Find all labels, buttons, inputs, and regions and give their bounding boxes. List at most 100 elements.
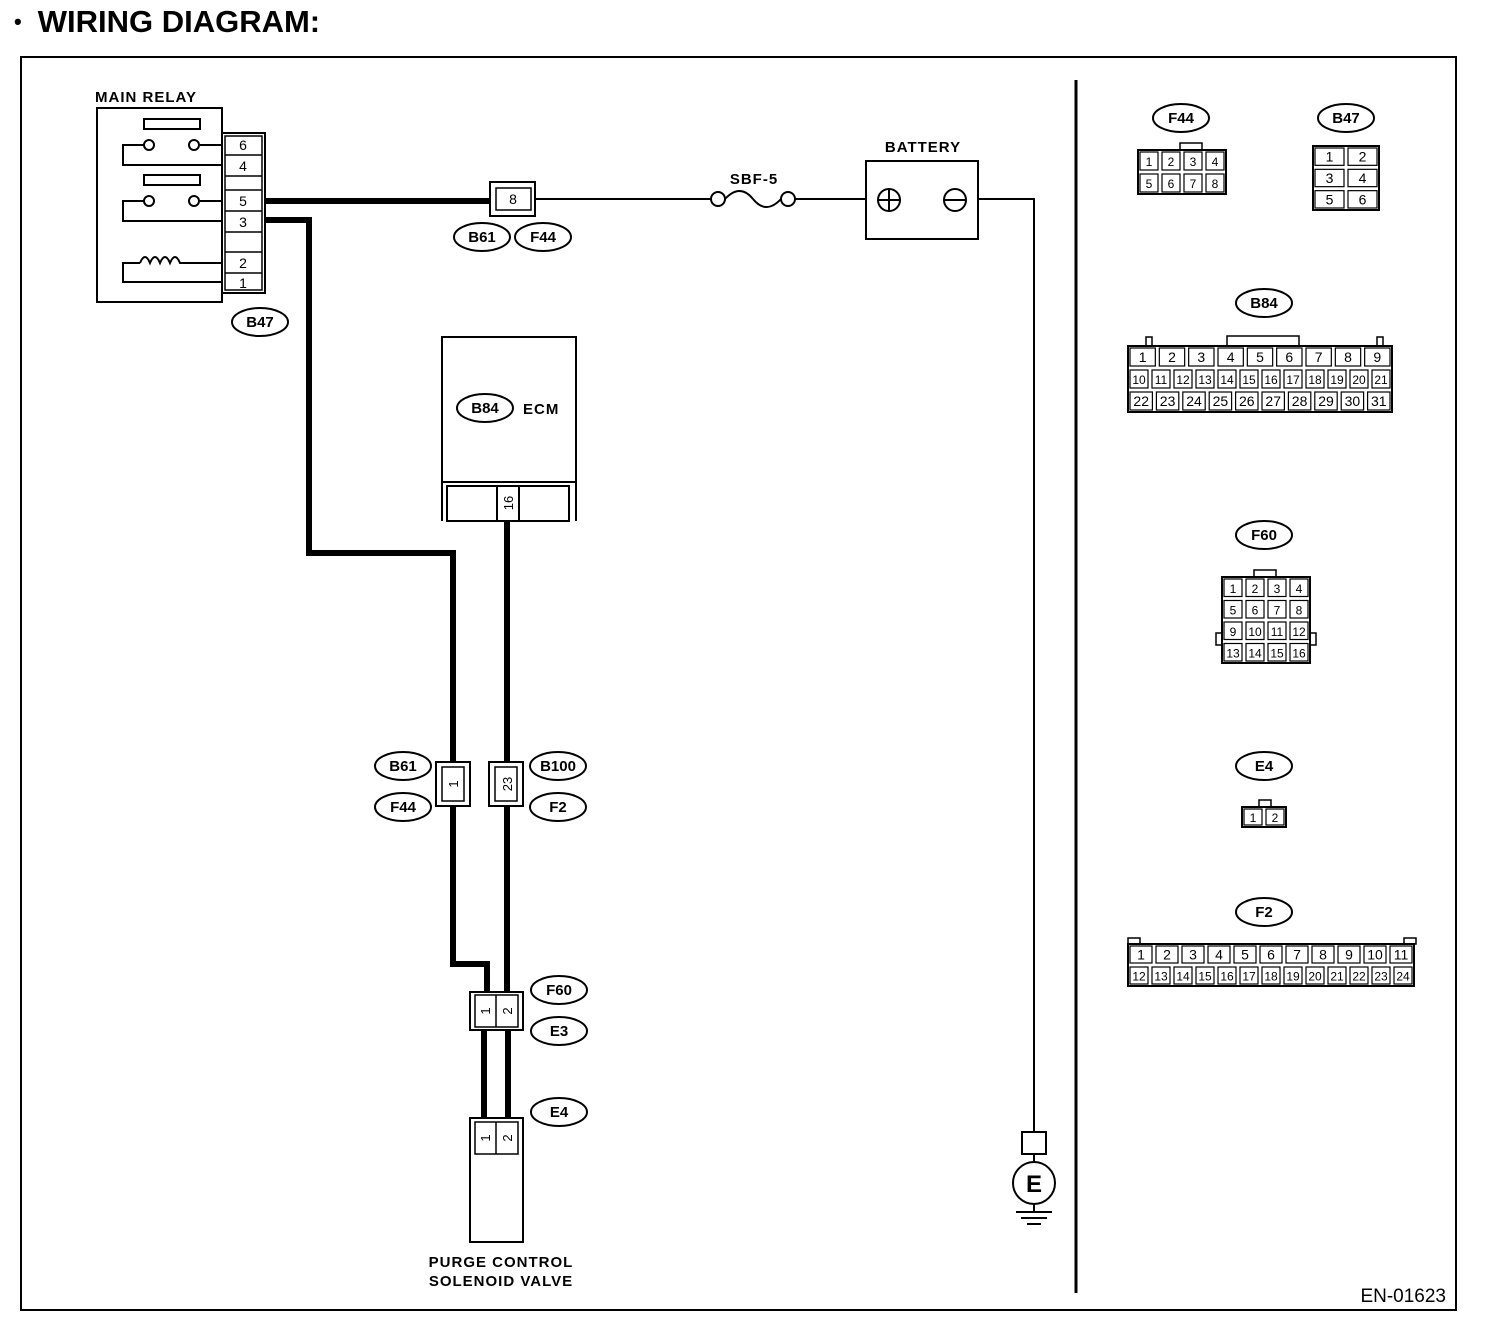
connector-view-b84-pin-22: 22 <box>1133 393 1149 409</box>
tag-f44-mid: F44 <box>390 799 417 816</box>
connector-view-f2-title: F2 <box>1255 904 1273 921</box>
connector-view-b47-title: B47 <box>1332 110 1360 127</box>
connector-view-b84-cell-11 <box>1151 369 1171 389</box>
connector-view-f2-cell-16 <box>1217 966 1237 985</box>
connector-view-f44-cell-7 <box>1183 173 1203 193</box>
connector-view-b84-pin-13: 13 <box>1198 373 1212 387</box>
tag-b61-mid: B61 <box>389 758 417 775</box>
connector-view-b84-cell-16 <box>1261 369 1281 389</box>
connector-view-f60-pin-10: 10 <box>1248 625 1262 639</box>
connector-view-e4-cell-1 <box>1243 808 1263 826</box>
connector-view-b84-cell-4 <box>1217 347 1244 367</box>
connector-view-b47-cell-5 <box>1314 190 1345 209</box>
connector-view-f2-cell-1 <box>1129 945 1153 964</box>
relay-pin-6: 6 <box>239 137 247 153</box>
pin-23: 23 <box>500 777 515 791</box>
connector-view-f2-cell-10 <box>1363 945 1387 964</box>
connector-view-b84-cell-21 <box>1371 369 1391 389</box>
mid-pin-1: 1 <box>446 780 461 787</box>
connector-view-b84-pin-23: 23 <box>1160 393 1176 409</box>
connector-view-b84-pin-18: 18 <box>1308 373 1322 387</box>
connector-view-f60-cell-10 <box>1245 621 1265 641</box>
connector-view-f2-cell-18 <box>1261 966 1281 985</box>
connector-view-f2-pin-17: 17 <box>1242 970 1256 984</box>
tag-b100: B100 <box>540 758 576 775</box>
connector-view-f60-title: F60 <box>1251 527 1277 544</box>
connector-view-f2-pin-18: 18 <box>1264 970 1278 984</box>
connector-view-f60-cell-8 <box>1289 599 1309 619</box>
connector-view-b84-pin-30: 30 <box>1345 393 1361 409</box>
connector-view-b47-pin-4: 4 <box>1359 170 1367 186</box>
connector-view-f44-cell-6 <box>1161 173 1181 193</box>
connector-view-f60-pin-9: 9 <box>1230 625 1237 639</box>
connector-view-f2-cell-23 <box>1371 966 1391 985</box>
connector-view-b84-outline <box>1127 345 1393 413</box>
connector-view-f60-pin-11: 11 <box>1271 625 1284 639</box>
connector-view-b84-cell-8 <box>1334 347 1362 367</box>
connector-view-b84-cell-2 <box>1158 347 1186 367</box>
e4-pin-1: 1 <box>478 1134 493 1141</box>
connector-view-b47-cell-4 <box>1347 168 1378 188</box>
relay-pin-2: 2 <box>239 255 247 271</box>
connector-view-b84-cell-10 <box>1129 369 1149 389</box>
connector-view-f60-cell-13 <box>1223 642 1243 662</box>
connector-view-b84-pin-28: 28 <box>1292 393 1308 409</box>
connector-view-f2-pin-15: 15 <box>1198 970 1212 984</box>
connector-view-f2-cell-8 <box>1311 945 1335 964</box>
connector-view-b84-pin-31: 31 <box>1371 393 1387 409</box>
connector-view-b84-pin-20: 20 <box>1352 373 1366 387</box>
connector-view-b84-pin-9: 9 <box>1373 349 1381 365</box>
connector-view-f60-pin-2: 2 <box>1252 582 1259 596</box>
connector-view-b84-pin-12: 12 <box>1176 373 1190 387</box>
valve-label-line1: PURGE CONTROL <box>429 1254 574 1271</box>
connector-view-b84-cell-6 <box>1276 347 1303 367</box>
e4-pin-2: 2 <box>500 1134 515 1141</box>
battery-label: BATTERY <box>885 139 961 156</box>
connector-view-f2-cell-21 <box>1327 966 1347 985</box>
connector-view-b84-cell-17 <box>1283 369 1303 389</box>
tag-f60: F60 <box>546 982 572 999</box>
connector-view-f2-cell-2 <box>1155 945 1179 964</box>
connector-view-f60-pin-5: 5 <box>1230 603 1237 617</box>
connector-view-f2-cell-4 <box>1207 945 1231 964</box>
connector-view-b84-pin-2: 2 <box>1168 349 1176 365</box>
connector-view-f60-cell-15 <box>1267 642 1287 662</box>
f60-pin-1: 1 <box>478 1007 493 1014</box>
fuse-label: SBF-5 <box>730 171 778 188</box>
connector-view-f60-pin-4: 4 <box>1296 582 1303 596</box>
page-heading: • WIRING DIAGRAM: <box>14 2 320 42</box>
ground-icon: E <box>1012 1131 1056 1225</box>
connector-view-f60-cell-5 <box>1223 599 1243 619</box>
connector-view-f60-pin-16: 16 <box>1292 646 1306 660</box>
connector-view-b84-cell-25 <box>1208 391 1233 411</box>
connector-view-b84-pin-19: 19 <box>1330 373 1344 387</box>
connector-view-b84-title: B84 <box>1250 295 1278 312</box>
main-relay-label: MAIN RELAY <box>95 89 197 106</box>
connector-view-f44-pin-8: 8 <box>1212 177 1219 191</box>
connector-view-f2-pin-3: 3 <box>1189 947 1197 963</box>
connector-view-f2-pin-7: 7 <box>1293 947 1301 963</box>
connector-view-f2-cell-17 <box>1239 966 1259 985</box>
connector-view-f60-cell-3 <box>1267 578 1287 598</box>
connector-view-b47-pin-5: 5 <box>1326 191 1334 207</box>
connector-view-f2-cell-5 <box>1233 945 1257 964</box>
connector-view-b47-cell-6 <box>1347 190 1378 209</box>
connector-view-b84-cell-22 <box>1129 391 1153 411</box>
connector-view-f44-pin-2: 2 <box>1168 155 1175 169</box>
connector-view-b84-pin-4: 4 <box>1227 349 1235 365</box>
connector-view-b84-cell-30 <box>1340 391 1365 411</box>
connector-view-f60-cell-12 <box>1289 621 1309 641</box>
connector-view-f60-pin-3: 3 <box>1274 582 1281 596</box>
connector-view-f2-pin-13: 13 <box>1154 970 1168 984</box>
connector-view-f60-pin-7: 7 <box>1274 603 1281 617</box>
connector-view-b47-cell-1 <box>1314 147 1345 166</box>
wires <box>265 198 1035 1132</box>
connector-view-f60-pin-15: 15 <box>1270 646 1284 660</box>
